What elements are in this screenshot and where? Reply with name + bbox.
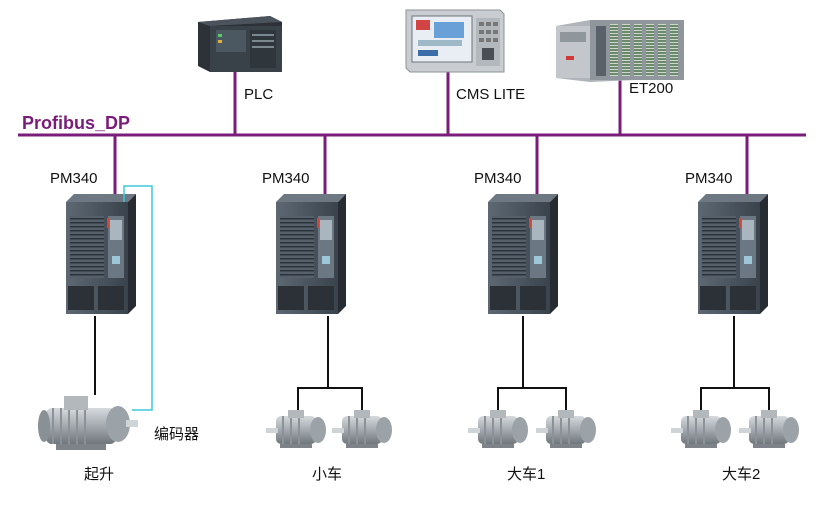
load-label-gantry-1: 大车1 <box>507 466 546 483</box>
cms-lite-panel <box>405 9 505 73</box>
et200-label: ET200 <box>629 80 674 97</box>
encoder-label: 编码器 <box>154 426 200 443</box>
motor-branch-2 <box>297 387 363 410</box>
hoist-motor <box>38 396 138 450</box>
motor-2a <box>266 410 326 448</box>
encoder-wire <box>123 185 153 411</box>
motor-branch-4 <box>700 387 770 410</box>
motor-4b <box>739 410 799 448</box>
et200-rack <box>556 20 684 82</box>
drive-label-2: PM340 <box>262 170 310 187</box>
motor-4a <box>671 410 731 448</box>
drive-label-3: PM340 <box>474 170 522 187</box>
cms-lite-label: CMS LITE <box>456 86 526 103</box>
drive-unit-1 <box>66 194 136 314</box>
drive-unit-4 <box>698 194 768 314</box>
load-label-gantry-2: 大车2 <box>722 466 761 483</box>
load-label-hoist: 起升 <box>84 466 115 483</box>
bus-label: Profibus_DP <box>22 113 131 133</box>
motor-3b <box>536 410 596 448</box>
plc-label: PLC <box>244 86 274 103</box>
motor-2b <box>332 410 392 448</box>
motor-branch-3 <box>497 387 567 410</box>
drive-unit-2 <box>276 194 346 314</box>
drive-label-1: PM340 <box>50 170 98 187</box>
drive-unit-3 <box>488 194 558 314</box>
drive-label-4: PM340 <box>685 170 733 187</box>
load-label-trolley: 小车 <box>312 466 343 483</box>
motor-3a <box>468 410 528 448</box>
plc-device <box>198 16 282 72</box>
